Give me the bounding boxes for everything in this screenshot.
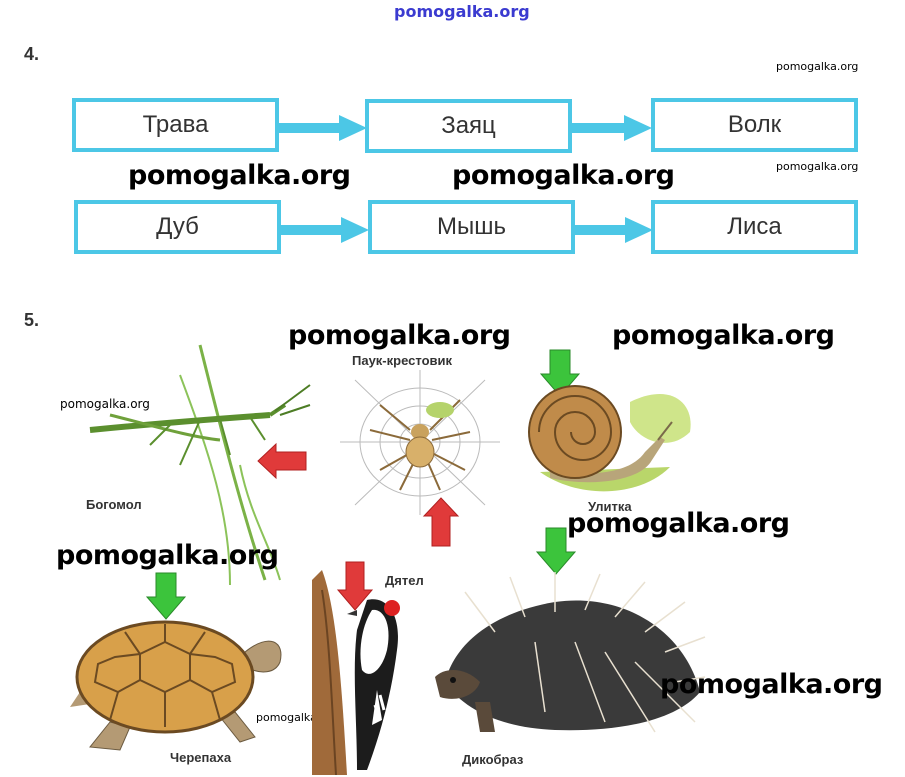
turtle-illustration: [70, 620, 282, 751]
watermark-big: pomogalka.org: [452, 160, 675, 191]
red-arrow-icon: [336, 561, 374, 611]
caption-snail: Улитка: [588, 499, 632, 514]
porcupine-illustration: [435, 572, 706, 733]
woodpecker-illustration: [312, 570, 400, 776]
chain2-box2: Мышь: [368, 200, 575, 254]
chain-arrow-icon: [281, 217, 369, 243]
chain1-box2: Заяц: [365, 99, 572, 153]
caption-woodpecker: Дятел: [385, 573, 424, 588]
chain2-box3: Лиса: [651, 200, 858, 254]
green-arrow-icon: [539, 349, 581, 397]
task-5-number: 5.: [24, 310, 40, 330]
top-watermark: pomogalka.org: [394, 2, 530, 21]
chain-arrow-icon: [572, 115, 652, 141]
green-arrow-icon: [535, 527, 577, 575]
watermark-big: pomogalka.org: [612, 320, 835, 351]
chain-arrow-icon: [575, 217, 653, 243]
green-arrow-icon: [145, 572, 187, 620]
caption-mantis: Богомол: [86, 497, 142, 512]
snail-illustration: [528, 385, 691, 492]
watermark-small: pomogalka.org: [776, 160, 859, 173]
watermark-big: pomogalka.org: [128, 160, 351, 191]
watermark-big: pomogalka.org: [567, 508, 790, 539]
spider-illustration: [340, 370, 500, 515]
red-arrow-icon: [257, 442, 307, 480]
watermark-small: pomogalka.org: [776, 60, 859, 73]
red-arrow-icon: [422, 497, 460, 547]
chain1-box3: Волк: [651, 98, 858, 152]
chain2-box1: Дуб: [74, 200, 281, 254]
task-4-number: 4.: [24, 44, 40, 64]
caption-spider: Паук-крестовик: [352, 353, 453, 368]
chain-arrow-icon: [279, 115, 367, 141]
watermark-big: pomogalka.org: [288, 320, 511, 351]
mantis-illustration: [89, 344, 311, 586]
watermark-big: pomogalka.org: [660, 669, 883, 700]
caption-porcupine: Дикобраз: [462, 752, 524, 767]
caption-turtle: Черепаха: [170, 750, 232, 765]
watermark-big: pomogalka.org: [56, 540, 279, 571]
chain1-box1: Трава: [72, 98, 279, 152]
watermark-small: pomogalka.org: [60, 397, 150, 411]
